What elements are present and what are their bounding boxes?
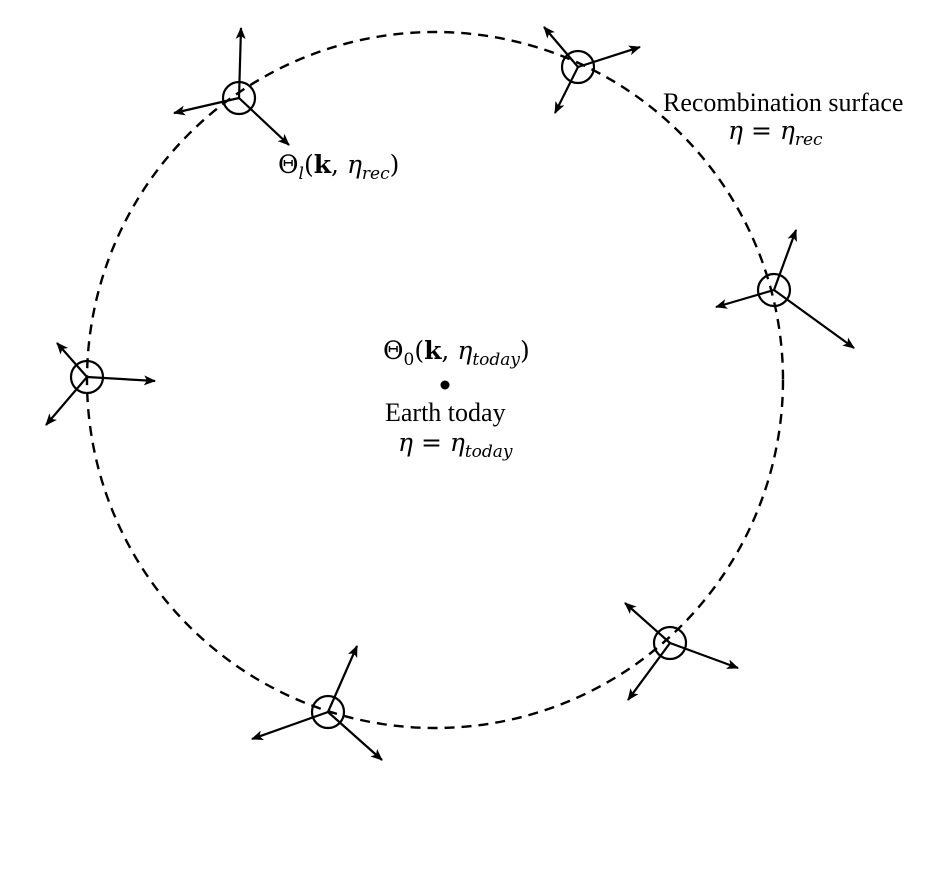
ray-arrow [251,710,329,741]
theta-0-label: Θ0(k, ηtoday) [383,338,530,369]
ray-arrow [327,711,383,761]
scatter-site-circle [560,49,596,85]
recombination-eta-label: η = ηrec [728,118,823,149]
theta-l-eta: η [346,150,362,179]
scatter-site-bottom-left [251,645,383,761]
scatter-site-right [715,229,855,349]
ray-arrow [235,27,246,99]
scatter-site-top-right [543,26,641,114]
theta-0-open-paren: ( [414,336,425,365]
ray-arrow [669,641,739,670]
theta-l-k: k [313,150,332,179]
recombination-eta-rhs: η [779,116,795,145]
ray-arrow [715,288,775,309]
ray-arrow [577,45,641,69]
earth-today-title: Earth today [385,398,506,427]
theta-0-comma: , [441,336,450,365]
earth-today-label: Earth today [385,400,506,426]
theta-0-eta: η [457,336,473,365]
scatter-site-circle [310,694,346,730]
theta-l-subscript: l [298,163,304,184]
theta-l-symbol: Θ [278,150,299,179]
recombination-surface-circle [85,30,785,730]
theta-0-eta-subscript: today [472,349,521,370]
recombination-surface-title: Recombination surface [663,88,904,117]
theta-l-eta-subscript: rec [361,163,390,184]
scatter-site-circle [756,272,792,308]
ray-arrow [86,375,156,386]
recombination-surface-label: Recombination surface [663,90,903,116]
ray-arrow [543,26,579,68]
ray-arrow [238,97,290,146]
ray-arrow [624,602,671,644]
ray-arrow [772,229,798,291]
earth-eta-subscript: today [464,441,513,462]
theta-l-comma: , [331,150,339,179]
ray-arrow [773,289,855,349]
ray-arrow [45,376,88,426]
theta-0-subscript: 0 [403,349,415,370]
theta-0-close-paren: ) [520,336,530,365]
earth-eta-lhs: η [398,428,413,457]
recombination-eq-sign: = [750,116,772,145]
scatter-site-circle [652,625,688,661]
theta-l-close-paren: ) [389,150,400,179]
earth-eq-sign: = [420,428,442,457]
earth-eta-rhs: η [449,428,465,457]
theta-0-symbol: Θ [383,336,404,365]
scatter-site-bottom-right [624,602,739,701]
scatter-site-left [45,342,156,426]
ray-arrow [173,96,240,116]
theta-l-open-paren: ( [303,150,314,179]
theta-0-k: k [424,336,442,365]
scatter-site-top-left [173,27,290,146]
earth-eta-label: η = ηtoday [398,430,513,461]
ray-arrow [326,645,359,713]
ray-arrow [627,642,671,701]
theta-l-label: Θl(k, ηrec) [278,152,399,183]
ray-arrow [56,342,88,378]
ray-arrow [554,66,579,114]
earth-dot [440,380,450,390]
recombination-eta-lhs: η [728,116,743,145]
recombination-eta-subscript: rec [794,129,823,150]
